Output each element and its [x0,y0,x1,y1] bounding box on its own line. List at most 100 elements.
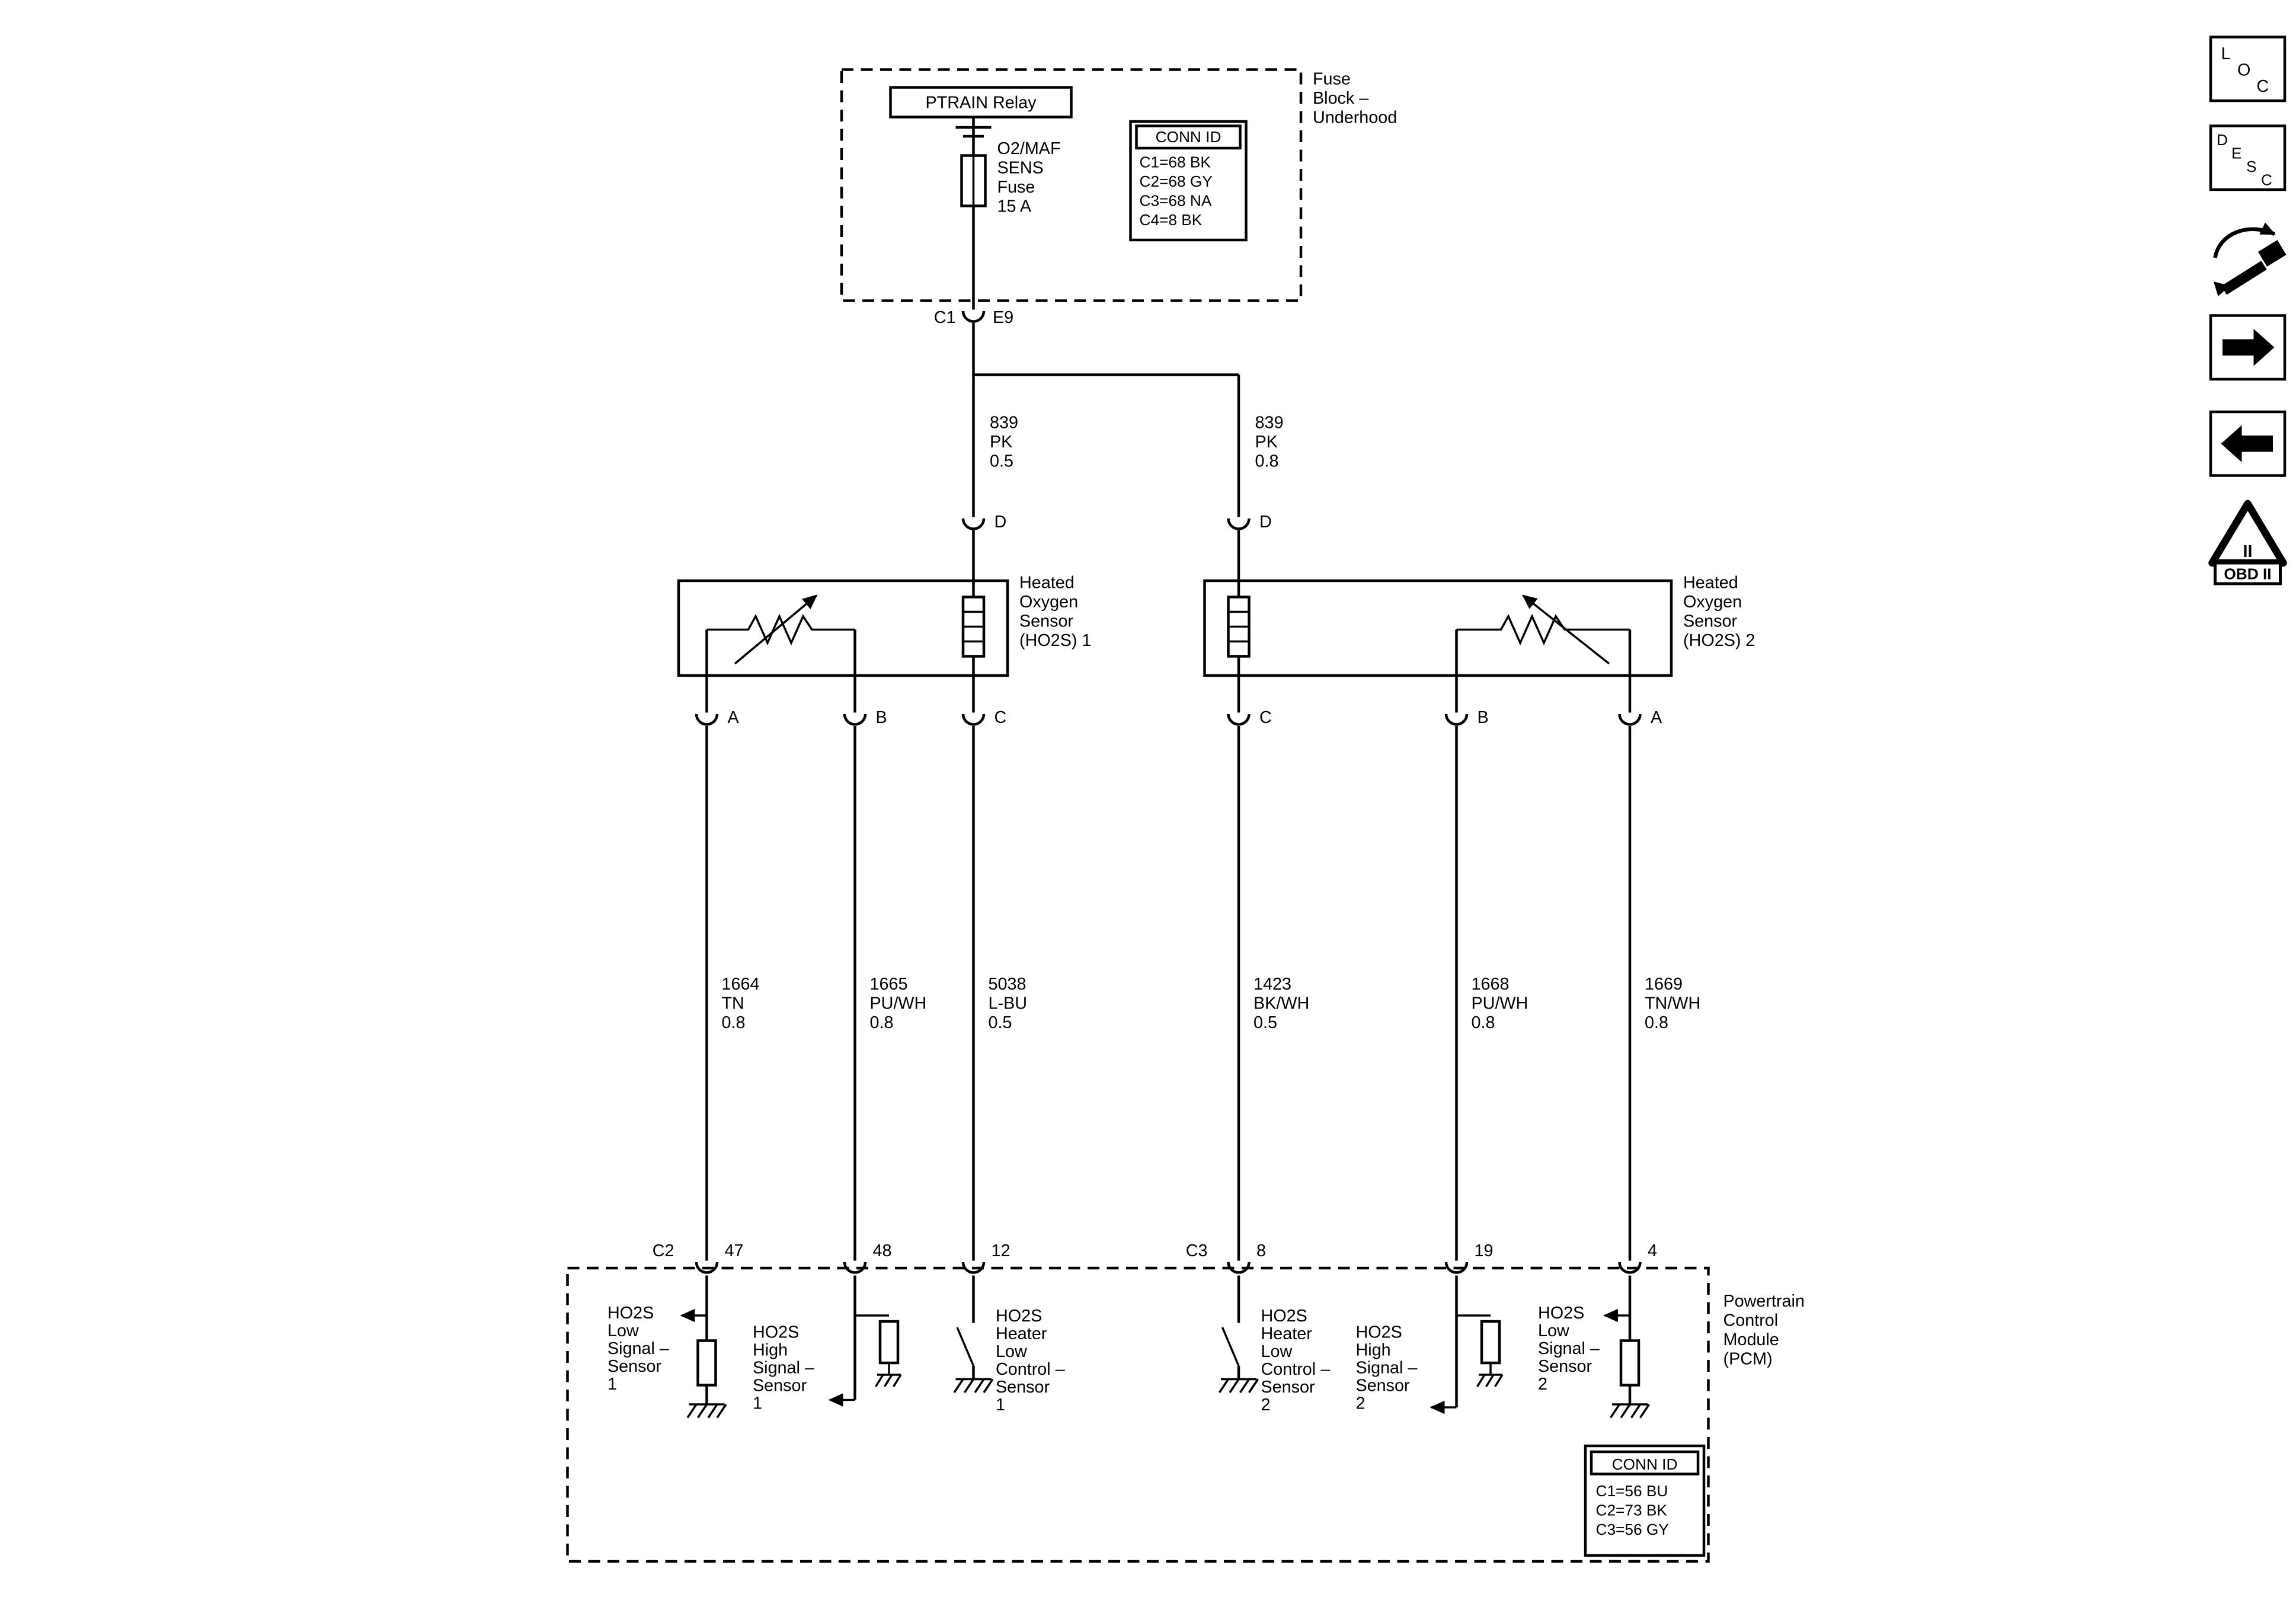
pcm-connectors: C2 C3 47 48 12 8 19 4 [653,1241,1657,1274]
callout-line: Fuse [1313,69,1351,88]
pcm-high-signal-1: HO2S High Signal – Sensor 1 [753,1275,902,1413]
pcm-function-line: Sensor [607,1357,662,1376]
wrench-head-icon [2258,239,2287,267]
pcm-function-line: Sensor [753,1377,807,1395]
pcm-heater-control-2: HO2S Heater Low Control – Sensor 2 [1219,1275,1330,1414]
pcm-function-line: 1 [996,1395,1005,1414]
pin-label: D [994,513,1007,532]
pcm-function-line: Signal – [1356,1359,1418,1378]
ground-icon [1219,1378,1259,1393]
wire-color: PK [990,433,1012,452]
wire-label-1664: 1664 TN 0.8 [722,975,760,1032]
heater-element-icon [961,596,986,658]
wire-color: L-BU [989,994,1028,1013]
switch-icon [956,1327,975,1366]
wire-color: PK [1255,433,1278,452]
inline-connector-icon [1227,518,1251,530]
pcm-function-line: 2 [1356,1394,1366,1413]
desc-letter: S [2246,158,2257,175]
callout-line: Heated [1683,573,1738,592]
desc-icon[interactable] [2209,124,2287,191]
fuse-block-underhood: PTRAIN Relay O2/MAF SENS Fuse 15 A CONN … [840,68,1303,310]
sidebar-wrench-arrow-button[interactable] [2213,222,2287,296]
wire-circuit: 5038 [989,975,1027,994]
pcm-function-line: Low [1538,1321,1569,1340]
conn-id-header: CONN ID [1612,1455,1678,1473]
switch-icon [1221,1327,1240,1366]
pcm-function-line: 2 [1538,1375,1547,1394]
ho2s2-component [1203,579,1673,713]
ho2s2-border [1203,579,1673,677]
conn-id-table-pcm: CONN ID C1=56 BU C2=73 BK C3=56 GY [1584,1444,1706,1557]
wire-circuit: 1423 [1253,975,1291,994]
inline-connector-icon [695,1262,719,1274]
wrench-icon [2221,261,2267,295]
desc-letter: E [2231,145,2242,162]
sensor-element-icon [1456,594,1630,665]
loc-letter: O [2237,60,2250,79]
connector-c1-e9: C1 E9 [934,308,1013,327]
conn-id-row: C2=73 BK [1596,1502,1668,1519]
pin-label: 4 [1648,1241,1657,1260]
pin-label: 47 [725,1241,744,1260]
wire-label-839-left: 839 PK 0.5 [990,413,1018,470]
sidebar-desc-button[interactable]: D E S C [2209,124,2287,191]
sidebar-loc-button[interactable]: L O C [2209,36,2287,103]
pin-label: C [994,708,1007,727]
sidebar-back-button[interactable] [2209,410,2287,477]
callout-line: (HO2S) 2 [1683,631,1755,650]
pcm-function-line: HO2S [753,1323,799,1342]
obd-numeral: II [2243,542,2253,561]
wire-gauge: 0.8 [1645,1013,1668,1032]
pcm-function-line: HO2S [607,1304,654,1323]
ground-icon [1610,1403,1650,1419]
loc-letter: C [2257,77,2269,96]
wire-circuit: 1668 [1472,975,1510,994]
pcm-function-line: Low [607,1321,639,1340]
ho2s2-callout: Heated Oxygen Sensor (HO2S) 2 [1683,573,1755,649]
pcm-function-line: 1 [607,1375,617,1394]
pcm-function-line: HO2S [1261,1307,1307,1326]
arrow-right-icon [2223,329,2275,366]
pcm-callout: Powertrain Control Module (PCM) [1723,1292,1805,1368]
pcm-function-line: Signal – [1538,1339,1600,1358]
pcm-function-line: 2 [1261,1395,1271,1414]
ground-icon [686,1403,727,1419]
callout-line: Sensor [1683,612,1738,631]
callout-line: (HO2S) 1 [1019,631,1091,650]
ho2s-pin-connectors: A B C C B A [695,708,1662,727]
ptrain-relay-label: PTRAIN Relay [926,94,1037,113]
inline-connector-icon [843,713,867,726]
ground-icon [875,1374,902,1387]
sidebar-obd2-indicator: II OBD II [2208,500,2287,585]
wire-color: PU/WH [1472,994,1528,1013]
sidebar-forward-button[interactable] [2209,314,2287,381]
heater-element-icon [1227,596,1251,658]
pcm-function-line: Heater [996,1324,1047,1343]
pcm-low-signal-2: HO2S Low Signal – Sensor 2 [1538,1275,1650,1419]
conn-id-row: C3=56 GY [1596,1521,1669,1538]
wire-gauge: 0.5 [989,1013,1012,1032]
inline-connector-icon [1444,713,1469,726]
fuse-label-line: SENS [997,159,1044,178]
connector-d-ho2s1: D [961,513,1007,597]
inline-connector-icon [961,713,986,726]
pcm-function-line: 1 [753,1394,762,1413]
fuse-label-line: Fuse [997,178,1035,197]
wire-label-839-right: 839 PK 0.8 [1255,413,1284,470]
connector-name: C1 [934,308,956,327]
resistor-icon [878,1320,900,1365]
pcm-function-line: Heater [1261,1324,1313,1343]
callout-line: Powertrain [1723,1292,1805,1311]
wire-label-1669: 1669 TN/WH 0.8 [1645,975,1700,1032]
loc-icon[interactable] [2209,36,2287,103]
wire-label-1423: 1423 BK/WH 0.5 [1253,975,1309,1032]
callout-line: Oxygen [1019,593,1078,612]
pcm-function-line: Control – [996,1360,1065,1379]
pcm-heater-control-1: HO2S Heater Low Control – Sensor 1 [953,1275,1065,1414]
wire-color: PU/WH [870,994,927,1013]
conn-id-row: C4=8 BK [1140,211,1203,229]
pin-label: 48 [873,1241,892,1260]
pcm-function-line: Sensor [996,1378,1050,1397]
wire-gauge: 0.5 [990,452,1013,470]
